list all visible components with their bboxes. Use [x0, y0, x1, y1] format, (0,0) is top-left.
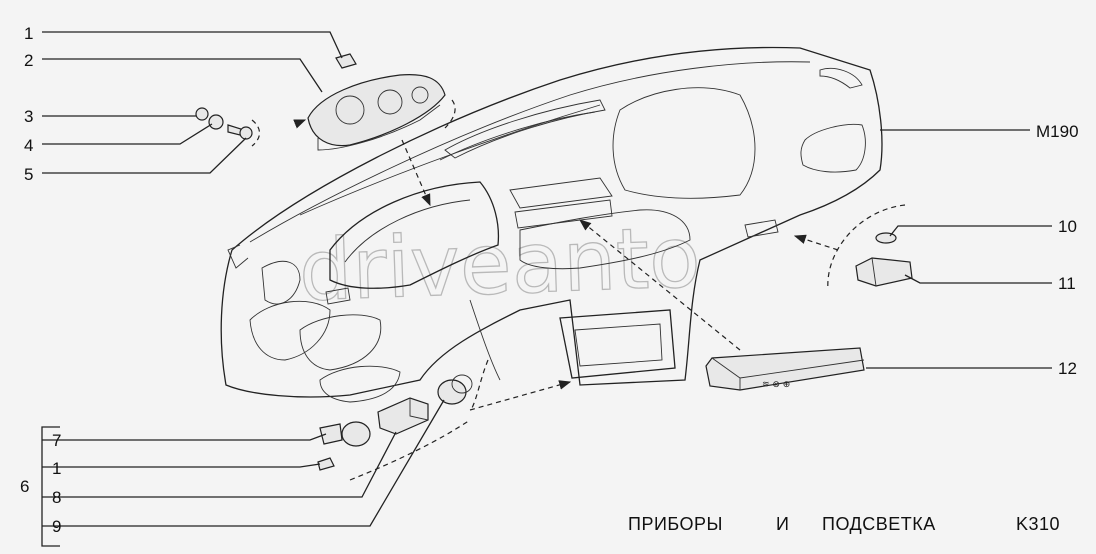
- instrument-cluster-part: [307, 73, 446, 151]
- callout-4: 4: [24, 136, 33, 155]
- heater-control-panel-part: ≋ ⊗ ⊕: [705, 347, 865, 391]
- dashboard-panel: [220, 46, 883, 403]
- caption-code: K310: [1016, 514, 1060, 534]
- callout-8: 8: [52, 488, 61, 507]
- leader-lines: [41, 31, 1052, 547]
- callout-3: 3: [24, 107, 33, 126]
- caption-title-word-1: ПРИБОРЫ: [628, 514, 723, 534]
- callout-m190: M190: [1036, 122, 1079, 141]
- bulb-small-part: [317, 457, 335, 471]
- assembly-guides: [251, 99, 906, 481]
- washer-large-part: [208, 114, 224, 130]
- caption-title-word-2: И: [776, 514, 789, 534]
- washer-part: [195, 107, 209, 121]
- callout-11: 11: [1058, 274, 1076, 293]
- callout-5: 5: [24, 165, 33, 184]
- callout-1-bottom: 1: [52, 459, 61, 478]
- lighter-socket-part: [319, 421, 371, 447]
- callout-1-top: 1: [24, 24, 33, 43]
- bulb-part: [335, 53, 357, 69]
- switch-button-part: [377, 397, 429, 435]
- callout-6: 6: [20, 477, 29, 496]
- callout-10: 10: [1058, 217, 1077, 236]
- callout-9: 9: [52, 517, 61, 536]
- callout-7: 7: [52, 431, 61, 450]
- switch-part: [855, 257, 913, 287]
- watermark-text: driveanto: [297, 208, 702, 320]
- callout-2: 2: [24, 51, 33, 70]
- svg-text:≋ ⊗ ⊕: ≋ ⊗ ⊕: [762, 380, 790, 390]
- control-knob-part: [437, 374, 473, 405]
- callout-12: 12: [1058, 359, 1077, 378]
- screw-part: [227, 124, 253, 140]
- bulb-socket-part: [875, 232, 897, 244]
- caption-title-word-3: ПОДСВЕТКА: [822, 514, 936, 534]
